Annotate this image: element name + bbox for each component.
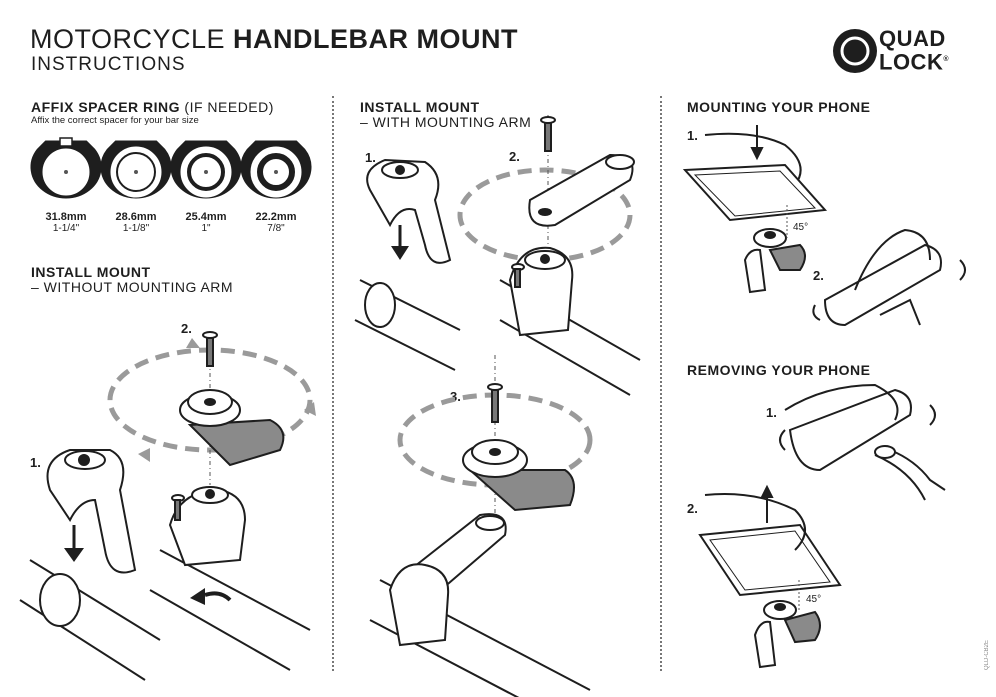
removing-step-1: 1. xyxy=(766,405,777,420)
column-divider-right xyxy=(660,96,662,671)
spacer-note: Affix the correct spacer for your bar si… xyxy=(31,115,199,126)
logo-registered: ® xyxy=(943,56,949,63)
document-code: QLD-CB2E xyxy=(984,640,990,671)
logo-line2: LOCK® xyxy=(879,49,949,75)
removing-step-2: 2. xyxy=(687,501,698,516)
without-arm-step-1: 1. xyxy=(30,455,41,470)
page-subtitle: INSTRUCTIONS xyxy=(31,54,186,75)
title-bold: HANDLEBAR MOUNT xyxy=(233,24,519,54)
without-arm-illustration xyxy=(19,331,316,681)
removing-angle-label: 45° xyxy=(806,594,822,605)
with-arm-illustration xyxy=(354,115,641,697)
mounting-step-2: 2. xyxy=(813,268,824,283)
logo-line1: QUAD xyxy=(879,26,946,51)
with-arm-step-1: 1. xyxy=(365,150,376,165)
with-arm-subheading: – WITH MOUNTING ARM xyxy=(360,114,532,130)
with-arm-step-2: 2. xyxy=(509,149,520,164)
without-arm-step-2: 2. xyxy=(181,321,192,336)
logo-wordmark: QUAD LOCK® xyxy=(879,26,949,75)
quad-lock-logo: QUAD LOCK® xyxy=(832,28,967,74)
without-arm-subheading: – WITHOUT MOUNTING ARM xyxy=(31,279,234,295)
with-arm-step-3: 3. xyxy=(450,389,461,404)
logo-mark-icon xyxy=(833,29,877,73)
page-title: MOTORCYCLE HANDLEBAR MOUNT xyxy=(30,24,518,55)
removing-phone-illustration xyxy=(698,383,946,669)
spacer-rings-illustration xyxy=(30,137,312,199)
mounting-phone-heading: MOUNTING YOUR PHONE xyxy=(687,99,871,115)
column-divider-left xyxy=(332,96,334,671)
without-arm-heading: INSTALL MOUNT xyxy=(31,264,151,280)
spacer-heading: AFFIX SPACER RING (IF NEEDED) xyxy=(31,99,274,115)
removing-phone-heading: REMOVING YOUR PHONE xyxy=(687,362,871,378)
mounting-step-1: 1. xyxy=(687,128,698,143)
mounting-phone-illustration xyxy=(682,125,966,327)
with-arm-heading: INSTALL MOUNT xyxy=(360,99,480,115)
mounting-angle-label: 45° xyxy=(793,222,809,233)
title-light: MOTORCYCLE xyxy=(30,24,234,54)
